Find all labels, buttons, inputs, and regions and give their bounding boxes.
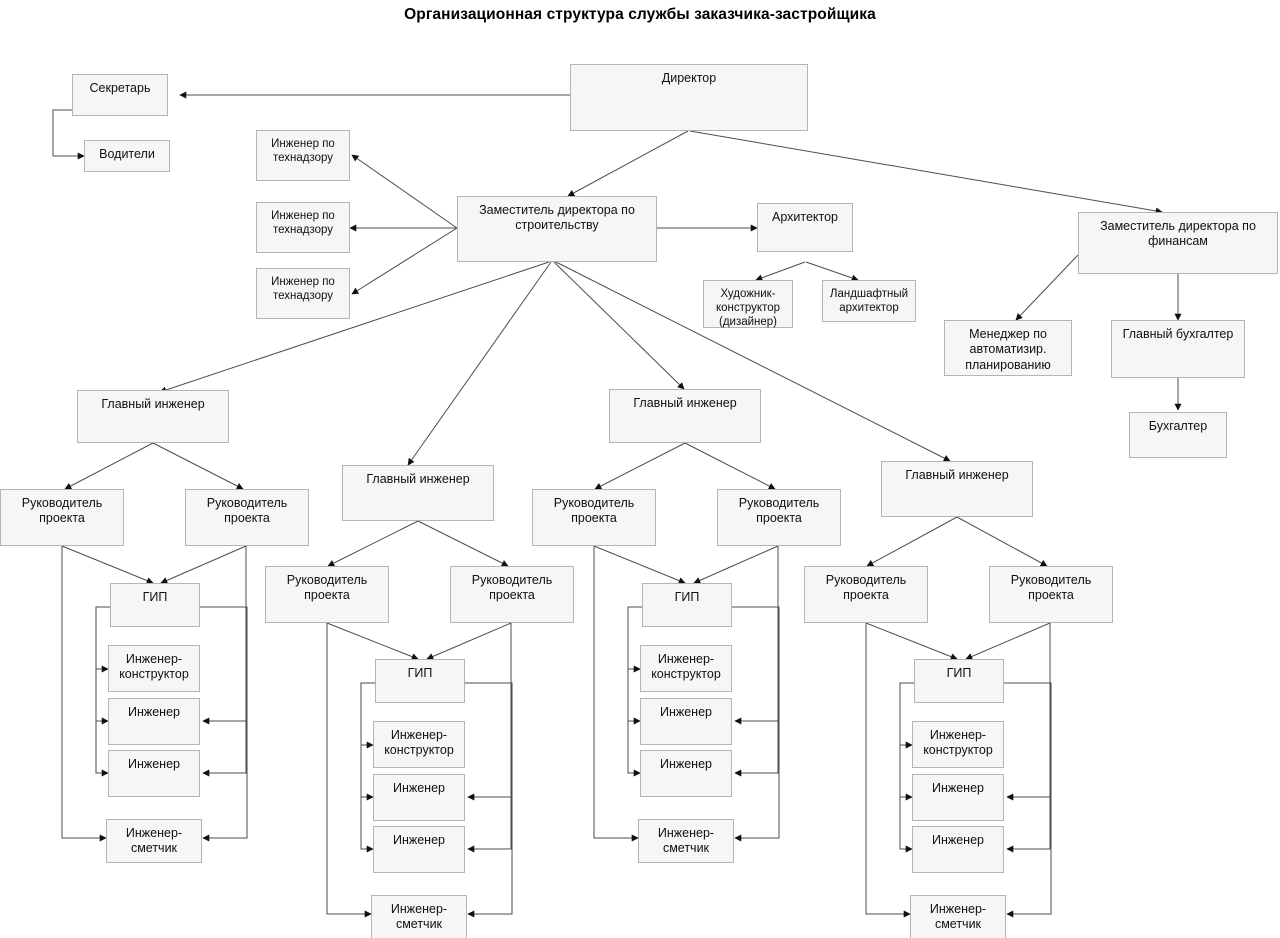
cluster-3-estimator[interactable]: Инженер-сметчик xyxy=(638,819,734,863)
cluster-1-chief-engineer-label: Главный инженер xyxy=(101,397,205,411)
cluster-3-design-engineer-label: Инженер-конструктор xyxy=(651,652,721,682)
cluster-2-chief-engineer-label: Главный инженер xyxy=(366,472,470,486)
cluster-2-design-engineer-label: Инженер-конструктор xyxy=(384,728,454,758)
node-designer-label: Художник-конструктор (дизайнер) xyxy=(715,288,781,329)
node-supervision-engineer-2[interactable]: Инженер по технадзору xyxy=(256,202,350,253)
cluster-1-estimator-label: Инженер-сметчик xyxy=(125,826,183,856)
cluster-1-estimator[interactable]: Инженер-сметчик xyxy=(106,819,202,863)
cluster-4-project-manager-left[interactable]: Руководитель проекта xyxy=(804,566,928,623)
node-architect[interactable]: Архитектор xyxy=(757,203,853,252)
cluster-4-engineer-2-label: Инженер xyxy=(931,833,984,847)
cluster-2-gip[interactable]: ГИП xyxy=(375,659,465,703)
node-supervision-engineer-1-label: Инженер по технадзору xyxy=(271,138,335,165)
cluster-3-estimator-label: Инженер-сметчик xyxy=(657,826,715,856)
cluster-2-chief-engineer[interactable]: Главный инженер xyxy=(342,465,494,521)
cluster-1-project-manager-left-label: Руководитель проекта xyxy=(21,496,103,526)
cluster-2-engineer-1[interactable]: Инженер xyxy=(373,774,465,821)
cluster-3-project-manager-right[interactable]: Руководитель проекта xyxy=(717,489,841,546)
cluster-4-engineer-1-label: Инженер xyxy=(931,781,984,795)
node-landscape-architect[interactable]: Ландшафтный архитектор xyxy=(822,280,916,322)
node-deputy-construction-label: Заместитель директора по строительству xyxy=(479,203,635,233)
cluster-2-project-manager-left-label: Руководитель проекта xyxy=(286,573,368,603)
cluster-3-design-engineer[interactable]: Инженер-конструктор xyxy=(640,645,732,692)
node-chief-accountant[interactable]: Главный бухгалтер xyxy=(1111,320,1245,378)
cluster-1-engineer-1[interactable]: Инженер xyxy=(108,698,200,745)
cluster-2-engineer-2-label: Инженер xyxy=(392,833,445,847)
cluster-4-design-engineer[interactable]: Инженер-конструктор xyxy=(912,721,1004,768)
cluster-4-gip[interactable]: ГИП xyxy=(914,659,1004,703)
cluster-2-design-engineer[interactable]: Инженер-конструктор xyxy=(373,721,465,768)
node-chief-accountant-label: Главный бухгалтер xyxy=(1122,327,1234,341)
cluster-3-project-manager-left-label: Руководитель проекта xyxy=(553,496,635,526)
node-drivers-label: Водители xyxy=(99,147,155,161)
node-accountant-label: Бухгалтер xyxy=(1148,419,1208,433)
cluster-4-design-engineer-label: Инженер-конструктор xyxy=(923,728,993,758)
cluster-4-estimator-label: Инженер-сметчик xyxy=(929,902,987,932)
cluster-4-chief-engineer[interactable]: Главный инженер xyxy=(881,461,1033,517)
cluster-1-design-engineer-label: Инженер-конструктор xyxy=(119,652,189,682)
node-architect-label: Архитектор xyxy=(771,210,838,224)
cluster-3-chief-engineer-label: Главный инженер xyxy=(633,396,737,410)
cluster-2-project-manager-right[interactable]: Руководитель проекта xyxy=(450,566,574,623)
cluster-4-engineer-2[interactable]: Инженер xyxy=(912,826,1004,873)
node-supervision-engineer-1[interactable]: Инженер по технадзору xyxy=(256,130,350,181)
node-automation-manager-label: Менеджер по автоматизир. планированию xyxy=(965,327,1051,372)
cluster-1-gip-label: ГИП xyxy=(142,590,168,604)
node-deputy-finance-label: Заместитель директора по финансам xyxy=(1100,219,1256,249)
cluster-3-engineer-1[interactable]: Инженер xyxy=(640,698,732,745)
cluster-1-design-engineer[interactable]: Инженер-конструктор xyxy=(108,645,200,692)
cluster-4-engineer-1[interactable]: Инженер xyxy=(912,774,1004,821)
node-deputy-construction[interactable]: Заместитель директора по строительству xyxy=(457,196,657,262)
cluster-3-gip-label: ГИП xyxy=(674,590,700,604)
cluster-1-project-manager-right-label: Руководитель проекта xyxy=(206,496,288,526)
node-supervision-engineer-3-label: Инженер по технадзору xyxy=(271,276,335,303)
node-drivers[interactable]: Водители xyxy=(84,140,170,172)
cluster-4-project-manager-right[interactable]: Руководитель проекта xyxy=(989,566,1113,623)
cluster-2-estimator[interactable]: Инженер-сметчик xyxy=(371,895,467,938)
cluster-2-project-manager-right-label: Руководитель проекта xyxy=(471,573,553,603)
cluster-1-project-manager-right[interactable]: Руководитель проекта xyxy=(185,489,309,546)
cluster-3-project-manager-right-label: Руководитель проекта xyxy=(738,496,820,526)
cluster-3-engineer-2-label: Инженер xyxy=(659,757,712,771)
cluster-3-chief-engineer[interactable]: Главный инженер xyxy=(609,389,761,443)
cluster-1-project-manager-left[interactable]: Руководитель проекта xyxy=(0,489,124,546)
cluster-3-engineer-2[interactable]: Инженер xyxy=(640,750,732,797)
node-landscape-architect-label: Ландшафтный архитектор xyxy=(829,288,909,315)
cluster-4-gip-label: ГИП xyxy=(946,666,972,680)
cluster-1-engineer-2-label: Инженер xyxy=(127,757,180,771)
cluster-4-project-manager-left-label: Руководитель проекта xyxy=(825,573,907,603)
node-accountant[interactable]: Бухгалтер xyxy=(1129,412,1227,458)
node-director[interactable]: Директор xyxy=(570,64,808,131)
node-deputy-finance[interactable]: Заместитель директора по финансам xyxy=(1078,212,1278,274)
node-automation-manager[interactable]: Менеджер по автоматизир. планированию xyxy=(944,320,1072,376)
cluster-2-project-manager-left[interactable]: Руководитель проекта xyxy=(265,566,389,623)
cluster-4-chief-engineer-label: Главный инженер xyxy=(905,468,1009,482)
cluster-2-engineer-2[interactable]: Инженер xyxy=(373,826,465,873)
cluster-4-project-manager-right-label: Руководитель проекта xyxy=(1010,573,1092,603)
cluster-2-engineer-1-label: Инженер xyxy=(392,781,445,795)
node-secretary-label: Секретарь xyxy=(89,81,151,95)
node-supervision-engineer-3[interactable]: Инженер по технадзору xyxy=(256,268,350,319)
cluster-3-project-manager-left[interactable]: Руководитель проекта xyxy=(532,489,656,546)
cluster-1-gip[interactable]: ГИП xyxy=(110,583,200,627)
cluster-3-gip[interactable]: ГИП xyxy=(642,583,732,627)
cluster-1-engineer-1-label: Инженер xyxy=(127,705,180,719)
cluster-1-engineer-2[interactable]: Инженер xyxy=(108,750,200,797)
page-title: Организационная структура службы заказчи… xyxy=(404,6,876,23)
node-secretary[interactable]: Секретарь xyxy=(72,74,168,116)
node-supervision-engineer-2-label: Инженер по технадзору xyxy=(271,210,335,237)
cluster-1-chief-engineer[interactable]: Главный инженер xyxy=(77,390,229,443)
cluster-2-estimator-label: Инженер-сметчик xyxy=(390,902,448,932)
cluster-4-estimator[interactable]: Инженер-сметчик xyxy=(910,895,1006,938)
cluster-2-gip-label: ГИП xyxy=(407,666,433,680)
cluster-3-engineer-1-label: Инженер xyxy=(659,705,712,719)
node-director-label: Директор xyxy=(661,71,717,85)
node-designer[interactable]: Художник-конструктор (дизайнер) xyxy=(703,280,793,328)
